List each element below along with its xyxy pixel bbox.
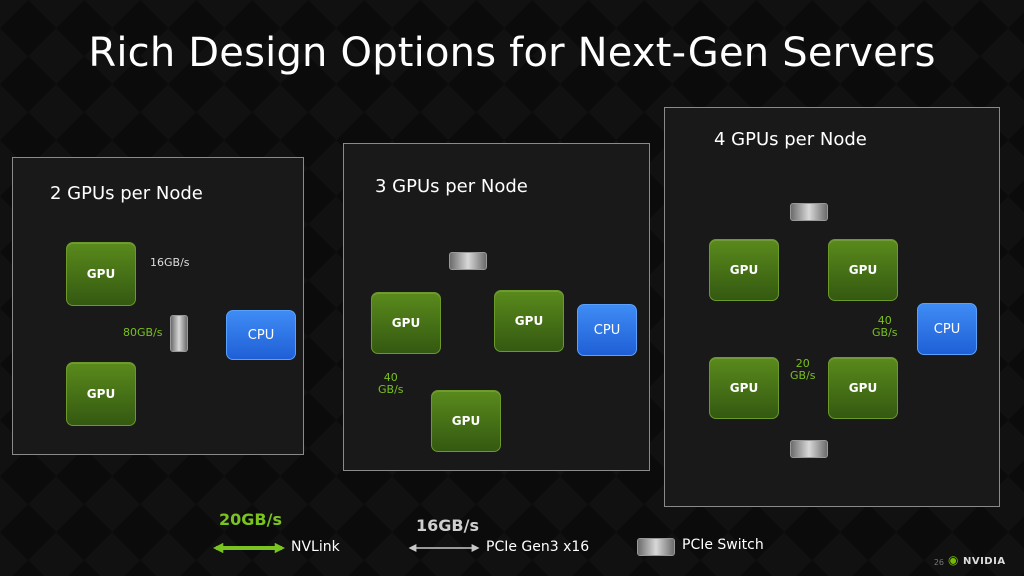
nvlink-bandwidth-label: 20 GB/s bbox=[790, 357, 816, 382]
legend-nvlink-label: NVLink bbox=[291, 539, 340, 555]
legend-pcie-bandwidth: 16GB/s bbox=[416, 516, 479, 535]
gpu-node: GPU bbox=[371, 292, 441, 354]
cpu-node: CPU bbox=[917, 303, 977, 355]
panel-2-gpus bbox=[12, 157, 304, 455]
gpu-node: GPU bbox=[709, 357, 779, 419]
pcie-switch bbox=[790, 440, 828, 458]
gpu-node: GPU bbox=[431, 390, 501, 452]
pcie-switch bbox=[790, 203, 828, 221]
legend-pcie-label: PCIe Gen3 x16 bbox=[486, 539, 590, 555]
page-title: Rich Design Options for Next-Gen Servers bbox=[88, 30, 936, 76]
nvlink-bandwidth-label: 80GB/s bbox=[122, 326, 164, 339]
panel-3-title: 3 GPUs per Node bbox=[375, 176, 528, 197]
nvlink-bandwidth-label: 40 GB/s bbox=[872, 314, 898, 339]
cpu-node: CPU bbox=[226, 310, 296, 360]
page-number: 26 bbox=[933, 558, 944, 567]
panel-4-title: 4 GPUs per Node bbox=[714, 129, 867, 150]
gpu-node: GPU bbox=[709, 239, 779, 301]
gpu-node: GPU bbox=[828, 357, 898, 419]
pcie-bandwidth-label: 16GB/s bbox=[150, 256, 190, 269]
gpu-node: GPU bbox=[828, 239, 898, 301]
nvidia-logo: ◉ NVIDIA bbox=[948, 553, 1006, 567]
panel-2-title: 2 GPUs per Node bbox=[50, 183, 203, 204]
nvlink-bandwidth-label: 40 GB/s bbox=[378, 371, 404, 396]
gpu-node: GPU bbox=[494, 290, 564, 352]
cpu-node: CPU bbox=[577, 304, 637, 356]
pcie-switch bbox=[449, 252, 487, 270]
legend-switch-icon bbox=[637, 538, 675, 556]
nvidia-eye-icon: ◉ bbox=[948, 553, 959, 567]
legend-switch-label: PCIe Switch bbox=[682, 537, 764, 553]
pcie-switch bbox=[170, 315, 188, 352]
nvidia-logo-text: NVIDIA bbox=[962, 556, 1006, 567]
gpu-node: GPU bbox=[66, 242, 136, 306]
legend-nvlink-bandwidth: 20GB/s bbox=[219, 510, 282, 529]
gpu-node: GPU bbox=[66, 362, 136, 426]
